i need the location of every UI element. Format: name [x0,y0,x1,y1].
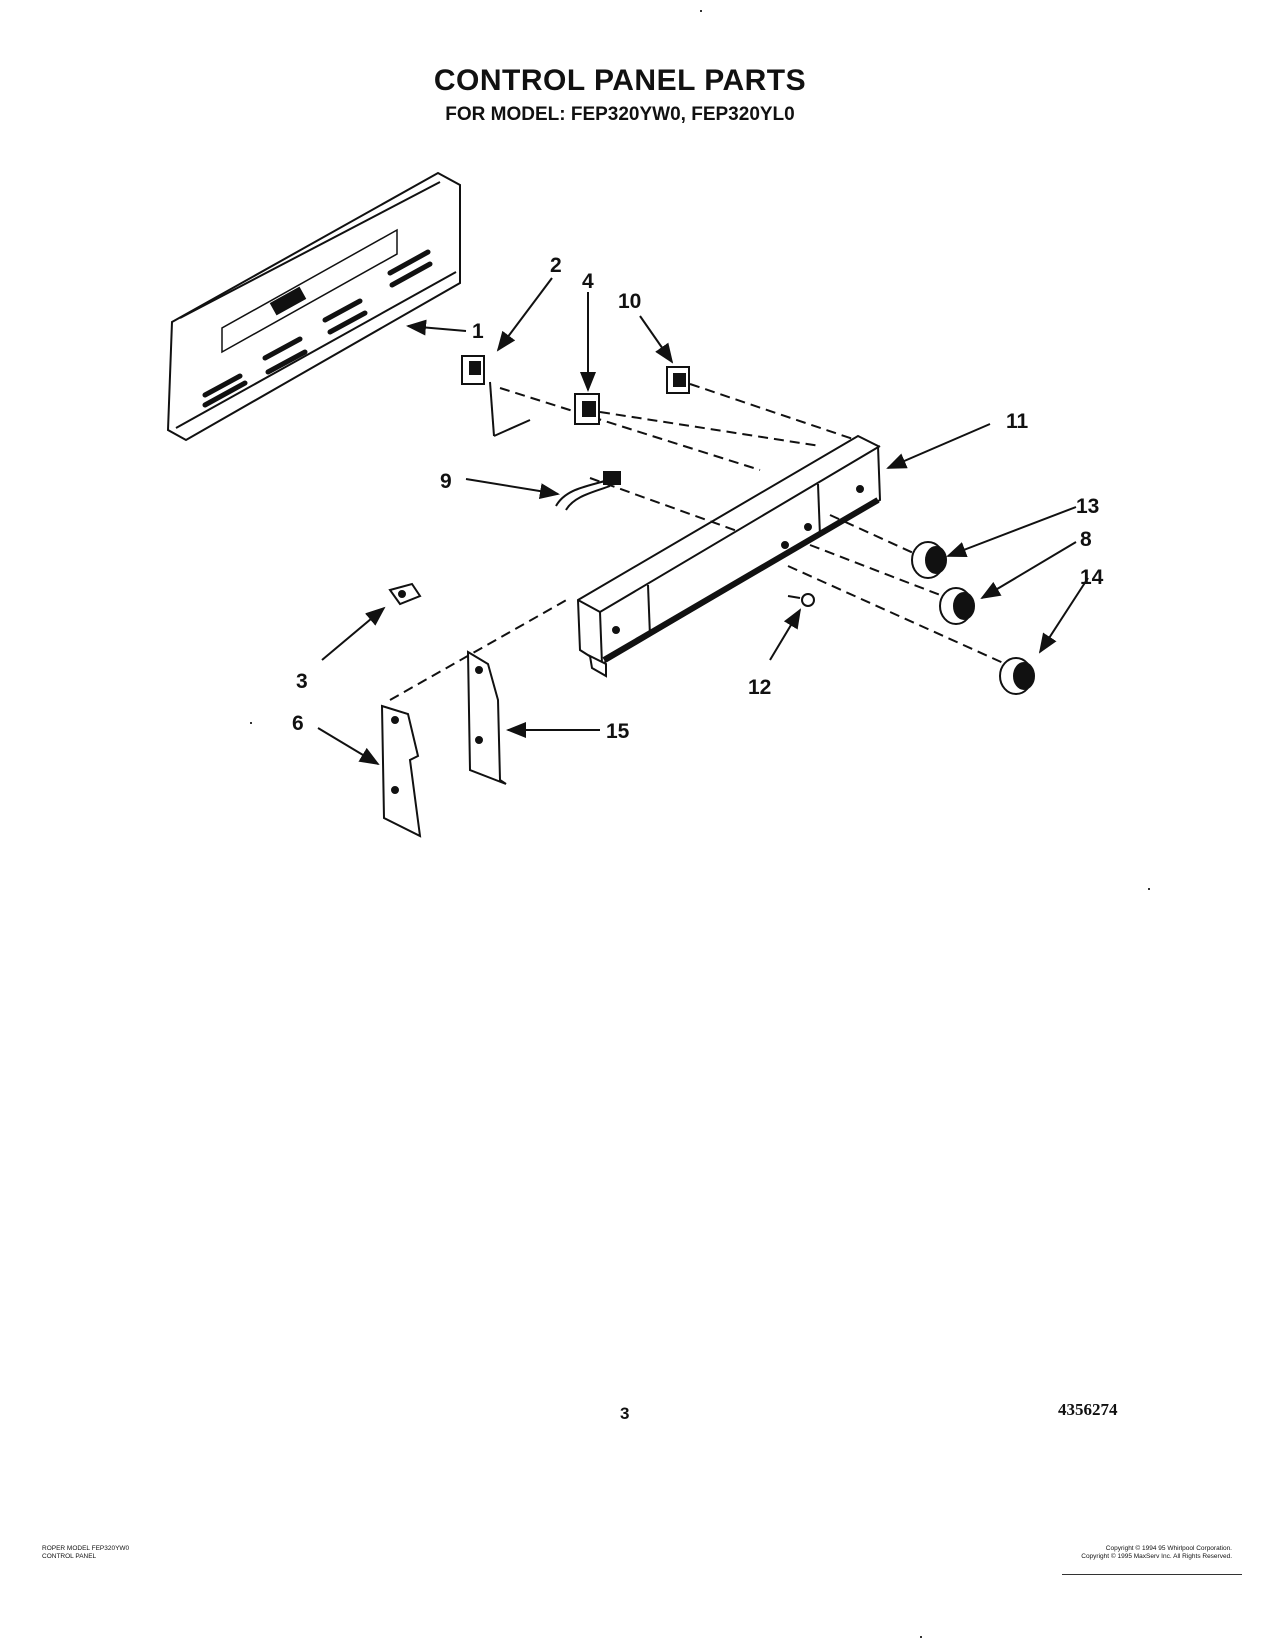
callout-4: 4 [582,270,594,293]
callout-3: 3 [296,670,308,693]
part-14-knob [999,657,1035,695]
callout-14: 14 [1080,566,1104,589]
scan-speck [700,10,702,12]
part-1-back-panel [166,171,461,442]
callout-13: 13 [1076,495,1099,518]
part-4-switch [574,393,600,425]
copyright-line-2: Copyright © 1995 MaxServ Inc. All Rights… [1081,1553,1232,1560]
footer-copyright: Copyright © 1994 95 Whirlpool Corporatio… [1081,1545,1232,1561]
part-9-wire-harness [555,471,621,511]
page-title: CONTROL PANEL PARTS [433,64,807,97]
part-11-control-console [576,434,882,678]
callout-10: 10 [618,290,641,313]
copyright-line-1: Copyright © 1994 95 Whirlpool Corporatio… [1105,1545,1232,1552]
callout-12: 12 [748,676,771,699]
scan-speck [1148,888,1150,890]
model-subtitle: FOR MODEL: FEP320YW0, FEP320YL0 [445,104,795,125]
callout-15: 15 [606,720,630,743]
callout-2: 2 [550,254,562,277]
part-6-end-bracket [380,704,422,838]
page-number: 3 [620,1404,630,1423]
document-number: 4356274 [1058,1400,1118,1419]
part-13-knob [911,541,947,579]
scan-speck [250,722,252,724]
callout-9: 9 [440,470,452,493]
footer-rule [1062,1574,1242,1575]
footer-model-info: Roper Model FEP320YW0 CONTROL PANEL [42,1545,129,1561]
part-12-screw [787,593,815,607]
callout-6: 6 [292,712,304,735]
assembly-lines [389,383,1011,701]
leader-lines [317,277,1089,766]
part-10-switch [666,366,690,394]
part-2-switch [461,355,531,437]
callout-8: 8 [1080,528,1092,551]
part-15-end-bracket [466,650,507,785]
callout-1: 1 [472,320,484,343]
part-8-knob [939,587,975,625]
footer-section-line: CONTROL PANEL [42,1553,97,1560]
callout-11: 11 [1006,410,1029,433]
scan-speck [920,1636,922,1638]
part-3-clip [388,582,422,606]
footer-model-line: Roper Model FEP320YW0 [42,1545,130,1552]
